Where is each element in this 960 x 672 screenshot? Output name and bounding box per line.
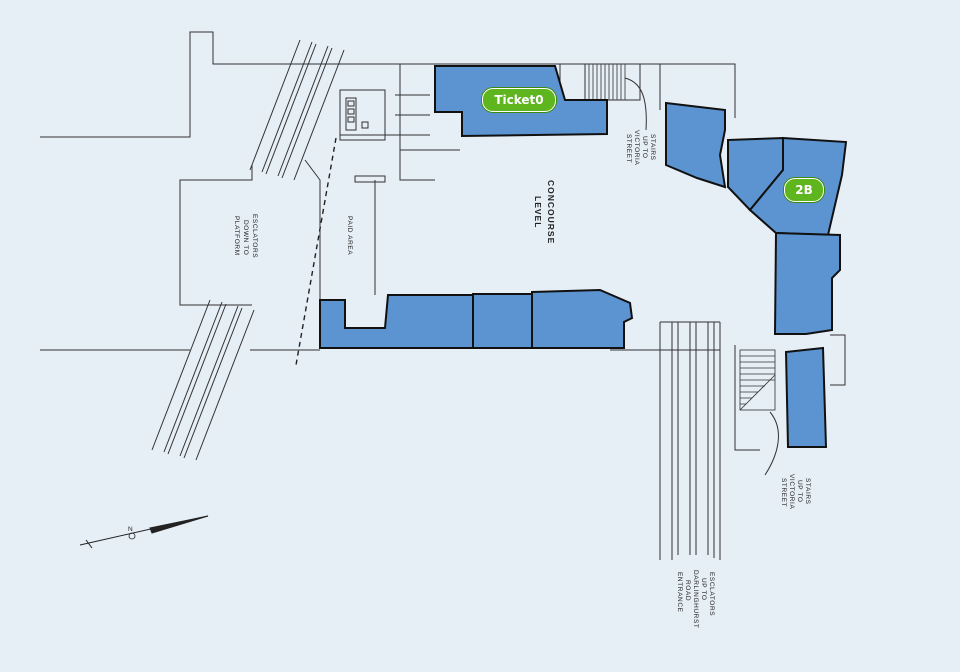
map-labels: CONCOURSE LEVEL PAID AREA ESCLATORS DOWN…: [233, 130, 811, 628]
stairs-bottom-label-2: UP TO: [796, 480, 803, 503]
esc-platform-label-3: PLATFORM: [233, 216, 240, 256]
paid-area-label: PAID AREA: [346, 216, 353, 255]
compass-rose: N: [79, 515, 209, 549]
store-lower-right: [784, 346, 828, 448]
escalators-to-platform-top: [249, 39, 345, 181]
stairs-top-label-1: STAIRS: [649, 134, 656, 161]
esc-darlinghurst-label-5: ENTRANCE: [676, 572, 683, 613]
store-lower-1: [319, 294, 474, 349]
ticket-office-pin[interactable]: Ticket0: [482, 88, 556, 112]
shop-2b-pin[interactable]: 2B: [784, 178, 824, 202]
esc-darlinghurst-label-1: ESCLATORS: [708, 572, 715, 616]
esc-platform-label-1: ESCLATORS: [251, 214, 258, 258]
stairs-bottom: [739, 349, 779, 476]
store-lower-3: [531, 288, 634, 349]
paid-area-boundary: [295, 137, 337, 366]
stairs-bottom-label-4: STREET: [780, 478, 787, 507]
ticket-machine-area: [339, 89, 386, 141]
escalators-to-darlinghurst: [659, 322, 721, 560]
store-right-tall: [773, 231, 841, 335]
store-upper-right-1: [665, 101, 727, 189]
concourse-label-2: LEVEL: [533, 196, 543, 228]
esc-darlinghurst-label-4: ROAD: [684, 580, 691, 601]
store-lower-2: [472, 293, 533, 349]
stairs-top-label-3: VICTORIA: [633, 130, 640, 165]
esc-darlinghurst-label-3: DARLINGHURST: [692, 570, 699, 628]
retail-units: [319, 65, 848, 448]
escalators-to-platform-bottom: [151, 299, 255, 461]
stairs-top-label-2: UP TO: [641, 136, 648, 159]
stairs-top-label-4: STREET: [625, 134, 632, 163]
stairs-top: [584, 63, 647, 131]
esc-platform-label-2: DOWN TO: [242, 220, 249, 255]
stairs-bottom-label-3: VICTORIA: [788, 474, 795, 509]
concourse-label-1: CONCOURSE: [546, 180, 556, 244]
stairs-bottom-label-1: STAIRS: [804, 478, 811, 505]
compass-north-label: N: [128, 526, 133, 533]
esc-darlinghurst-label-2: UP TO: [700, 578, 707, 601]
